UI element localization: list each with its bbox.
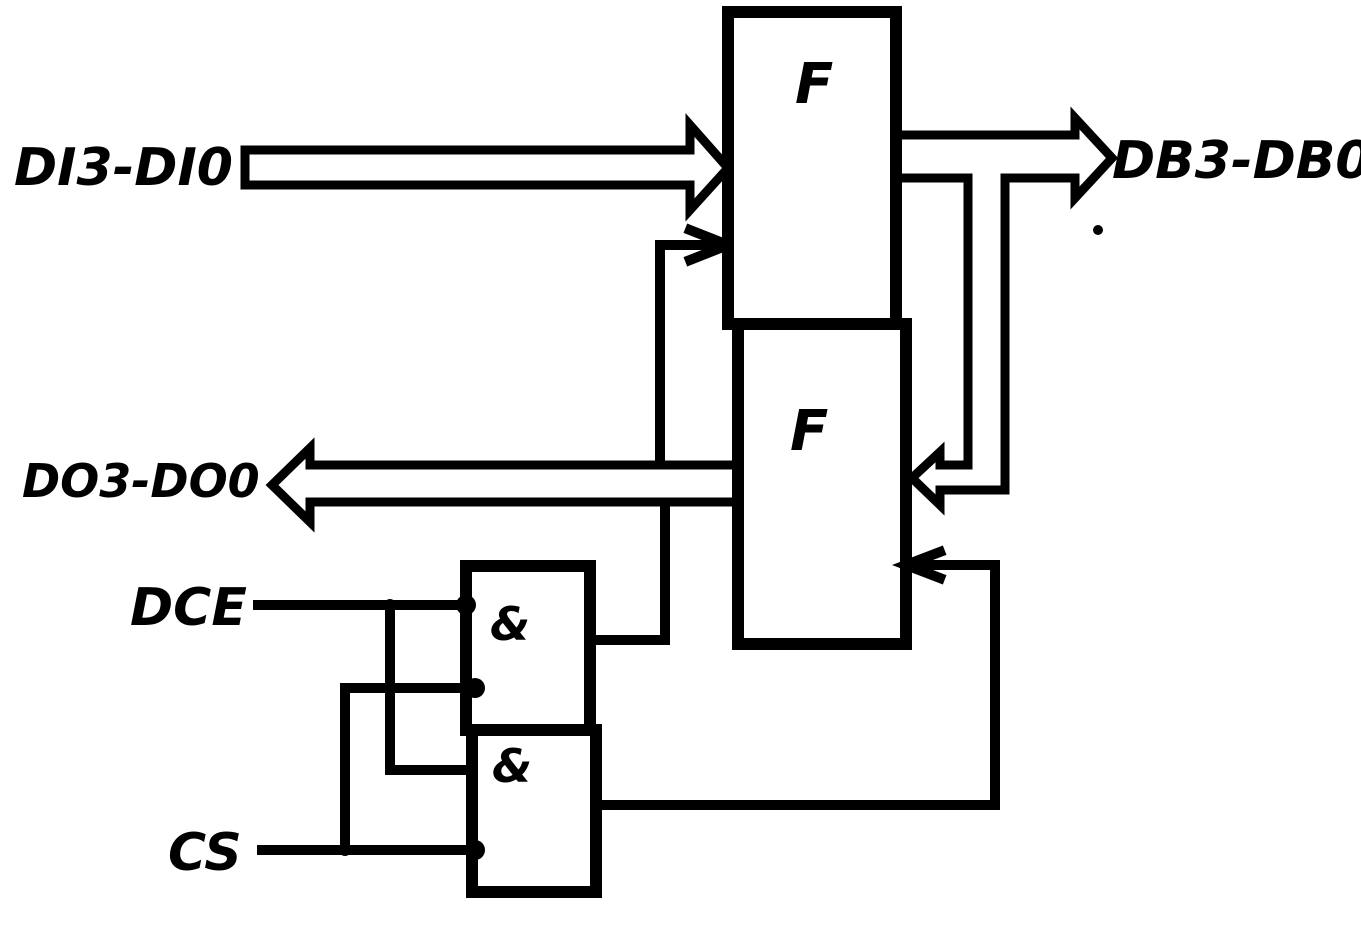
wire-dce-branch [385,600,477,775]
bus-output-db-arrow [890,106,1119,516]
fifo-block-upper [722,6,902,330]
signal-label-cs: CS [168,823,242,883]
gate-lower-label: & [492,739,532,793]
junction-dot [384,599,396,611]
wire-gate-lower-output [591,560,1000,810]
gate-upper-label: & [490,597,530,651]
junction-dot [456,595,476,615]
junction-dot [465,678,485,698]
wire-gate-upper-output [585,500,670,645]
wire-gate-lower-arrow [891,545,947,585]
fifo-block-lower [732,318,912,650]
and-gate-lower [466,724,602,898]
signal-label-data-in: DI3-DI0 [14,138,233,198]
junction-dot [465,840,485,860]
junction-dot [339,844,351,856]
signal-label-dce: DCE [130,578,247,638]
stray-dot [1093,225,1103,235]
bus-input-arrow [240,113,735,222]
wire-feedback-upper [655,240,733,470]
signal-label-data-out-o: DO3-DO0 [22,454,260,508]
wire-cs-branch [340,683,471,855]
and-gate-upper [460,560,596,736]
signal-label-data-out-b: DB3-DB0 [1112,131,1361,191]
fifo-lower-label: F [790,399,828,464]
fifo-upper-label: F [795,52,833,117]
